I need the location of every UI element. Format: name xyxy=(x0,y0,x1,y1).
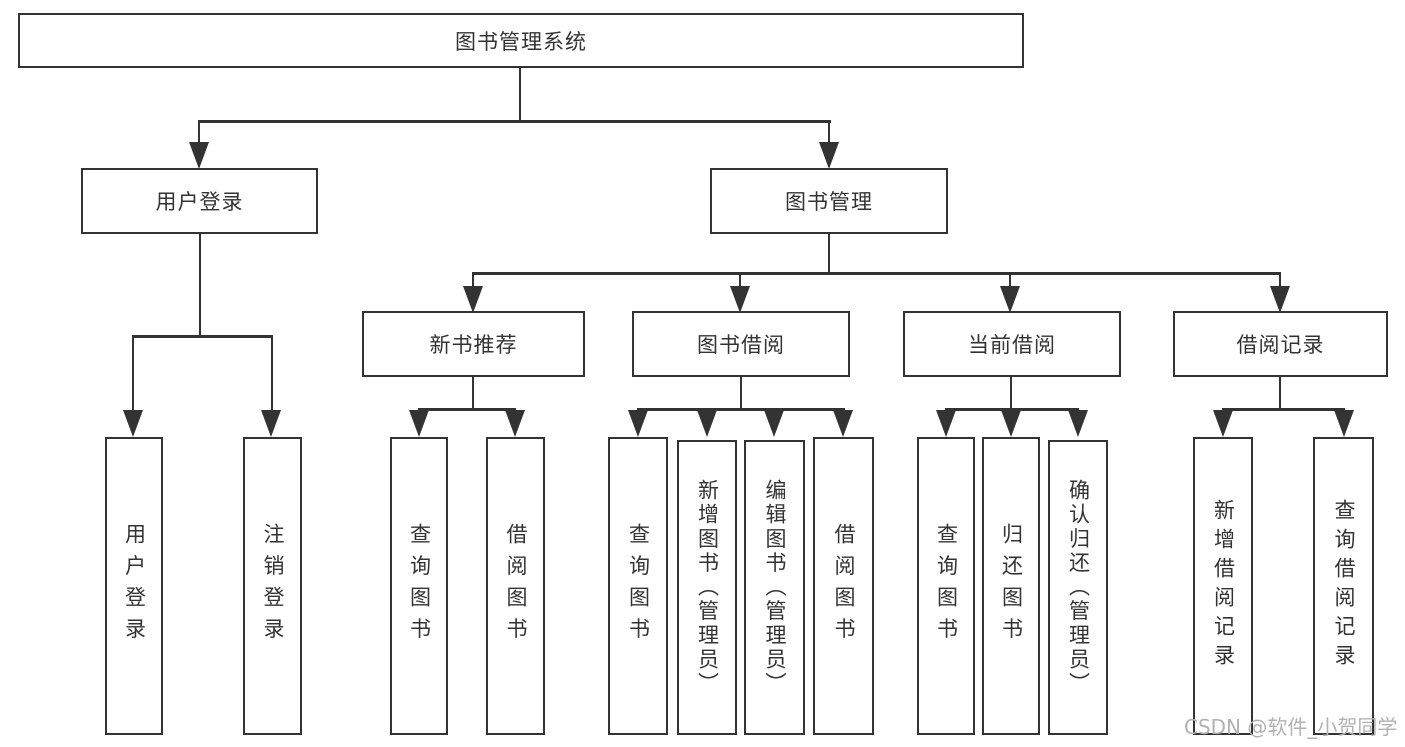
arrowhead-down-icon xyxy=(1000,286,1020,313)
arrowhead-down-icon xyxy=(936,410,956,437)
leaf-add-borrow-record: 新增借阅记录 xyxy=(1193,437,1253,735)
node-user-login: 用户登录 xyxy=(81,168,318,234)
arrowhead-down-icon xyxy=(819,142,839,169)
arrowhead-down-icon xyxy=(1213,410,1233,437)
node-label: 当前借阅 xyxy=(968,333,1056,357)
leaf-label: 查询图书 xyxy=(407,523,432,649)
connector-line xyxy=(1222,408,1345,411)
node-book-management: 图书管理 xyxy=(710,168,948,234)
connector-line xyxy=(472,272,1281,275)
connector-line xyxy=(198,234,202,335)
node-label: 用户登录 xyxy=(155,190,244,214)
node-label: 图书管理 xyxy=(785,190,873,214)
leaf-label: 查询借阅记录 xyxy=(1332,499,1356,673)
arrowhead-down-icon xyxy=(123,410,143,437)
connector-line xyxy=(418,408,516,411)
leaf-label: 借阅图书 xyxy=(832,523,856,649)
connector-line xyxy=(1009,377,1013,408)
leaf-label: 借阅图书 xyxy=(504,523,528,649)
arrowhead-down-icon xyxy=(409,410,429,437)
node-library-management-system: 图书管理系统 xyxy=(18,13,1024,68)
leaf-edit-books-admin: 编辑图书（管理员） xyxy=(744,440,805,735)
arrowhead-down-icon xyxy=(1068,410,1088,437)
arrowhead-down-icon xyxy=(261,410,281,437)
arrowhead-down-icon xyxy=(505,410,525,437)
leaf-borrow-books: 借阅图书 xyxy=(813,437,874,735)
connector-line xyxy=(131,335,135,411)
connector-line xyxy=(1278,377,1282,408)
arrowhead-down-icon xyxy=(463,286,483,313)
leaf-label: 新增图书（管理员） xyxy=(695,478,720,697)
leaf-borrow-books: 借阅图书 xyxy=(486,437,545,735)
connector-line xyxy=(738,272,742,287)
leaf-user-login: 用户登录 xyxy=(105,437,163,735)
watermark: CSDN @软件_小贺同学 xyxy=(1184,715,1398,739)
node-current-borrow: 当前借阅 xyxy=(903,311,1121,377)
connector-line xyxy=(827,120,831,144)
node-label: 图书管理系统 xyxy=(455,29,587,54)
arrowhead-down-icon xyxy=(189,142,209,169)
arrowhead-down-icon xyxy=(1270,286,1290,313)
arrowhead-down-icon xyxy=(730,286,750,313)
leaf-label: 用户登录 xyxy=(122,523,147,649)
connector-line xyxy=(945,408,1079,411)
connector-line xyxy=(197,120,201,144)
node-label: 借阅记录 xyxy=(1236,333,1325,357)
node-label: 新书推荐 xyxy=(429,333,518,357)
arrowhead-down-icon xyxy=(1334,410,1354,437)
leaf-label: 查询图书 xyxy=(934,523,959,649)
leaf-query-books: 查询图书 xyxy=(390,437,448,735)
connector-line xyxy=(1278,272,1282,287)
arrowhead-down-icon xyxy=(628,410,648,437)
leaf-query-borrow-record: 查询借阅记录 xyxy=(1313,437,1374,735)
leaf-label: 注销登录 xyxy=(261,523,285,649)
leaf-label: 新增借阅记录 xyxy=(1211,499,1236,673)
connector-line xyxy=(471,272,475,287)
leaf-query-books: 查询图书 xyxy=(608,437,668,735)
connector-line xyxy=(471,377,475,408)
leaf-return-books: 归还图书 xyxy=(982,437,1040,735)
leaf-label: 查询图书 xyxy=(626,523,651,649)
connector-line xyxy=(739,377,743,408)
arrowhead-down-icon xyxy=(833,410,853,437)
connector-line xyxy=(198,120,831,123)
connector-line xyxy=(1008,272,1012,287)
node-borrow-records: 借阅记录 xyxy=(1173,311,1388,377)
node-new-book-recommend: 新书推荐 xyxy=(362,311,585,377)
node-label: 图书借阅 xyxy=(697,333,785,357)
connector-line xyxy=(827,234,831,272)
leaf-query-books: 查询图书 xyxy=(917,437,975,735)
arrowhead-down-icon xyxy=(697,410,717,437)
leaf-label: 编辑图书（管理员） xyxy=(763,478,787,697)
leaf-confirm-return-admin: 确认归还（管理员） xyxy=(1048,440,1108,735)
leaf-logout: 注销登录 xyxy=(243,437,302,735)
arrowhead-down-icon xyxy=(764,410,784,437)
arrowhead-down-icon xyxy=(1001,410,1021,437)
connector-line xyxy=(637,408,845,411)
connector-line xyxy=(270,335,274,411)
leaf-label: 归还图书 xyxy=(999,523,1024,649)
connector-line xyxy=(518,68,522,120)
connector-line xyxy=(131,335,273,338)
node-book-borrow: 图书借阅 xyxy=(632,311,850,377)
leaf-label: 确认归还（管理员） xyxy=(1066,478,1091,697)
leaf-add-books-admin: 新增图书（管理员） xyxy=(677,440,737,735)
